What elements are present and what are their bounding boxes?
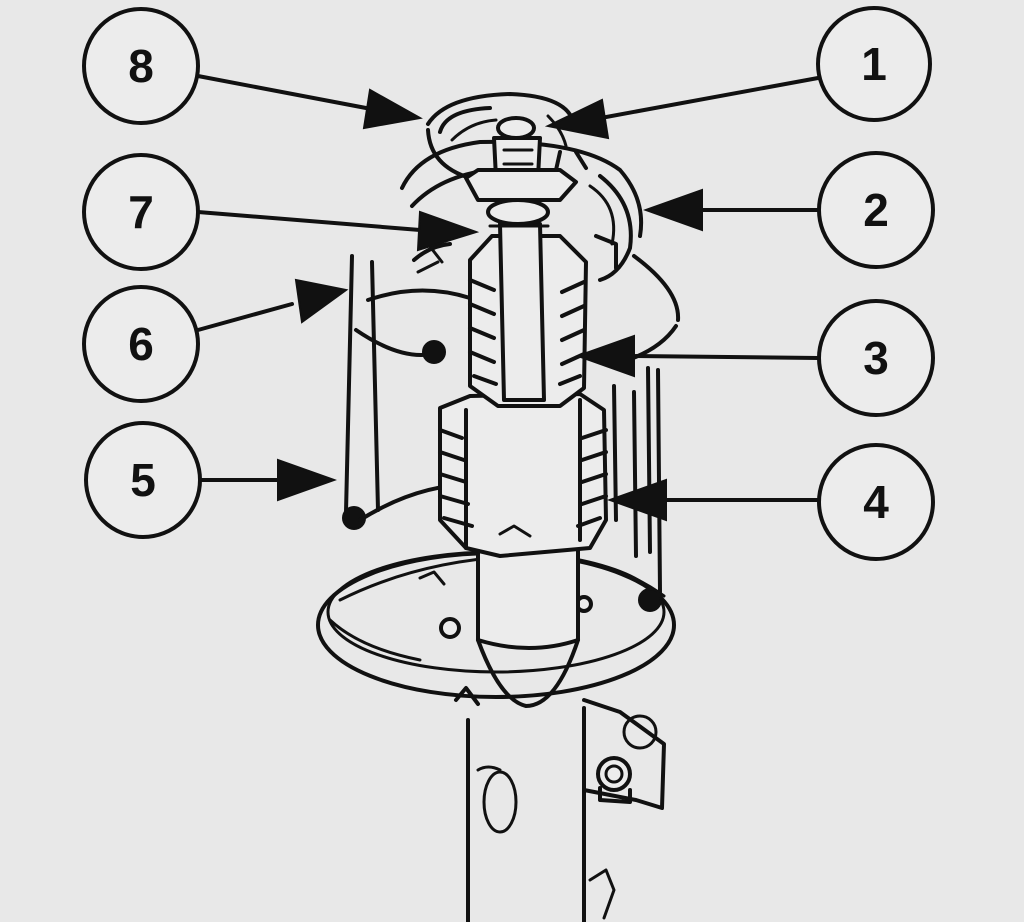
upper-spring-seat [400,139,644,282]
callout-3: 3 [817,299,935,417]
damper-tube [466,706,616,922]
leader-4 [607,478,820,522]
dust-boot [422,222,588,408]
callout-4-label: 4 [863,476,889,528]
bracket-bolt [596,756,632,804]
callout-3-label: 3 [863,332,889,384]
callout-2: 2 [817,151,935,269]
leader-6 [196,278,349,332]
damper-upper-body [476,538,580,708]
callout-8: 8 [82,7,200,125]
callout-6: 6 [82,285,200,403]
leader-8 [196,74,423,130]
callout-7-label: 7 [128,186,154,238]
callout-5-label: 5 [130,454,156,506]
bump-stop-boot [438,392,608,558]
callout-1: 1 [816,6,932,122]
leader-3 [575,334,820,378]
callout-4: 4 [817,443,935,561]
callout-8-label: 8 [128,40,154,92]
callout-7: 7 [82,153,200,271]
leader-5 [198,458,337,502]
callout-6-label: 6 [128,318,154,370]
washer [464,150,588,228]
mounting-bracket [454,686,666,810]
leader-1 [544,76,820,140]
leader-2 [643,188,820,232]
leader-7 [196,210,480,252]
top-mount [426,92,576,180]
callout-5: 5 [84,421,202,539]
callout-1-label: 1 [861,38,887,90]
callout-2-label: 2 [863,184,889,236]
